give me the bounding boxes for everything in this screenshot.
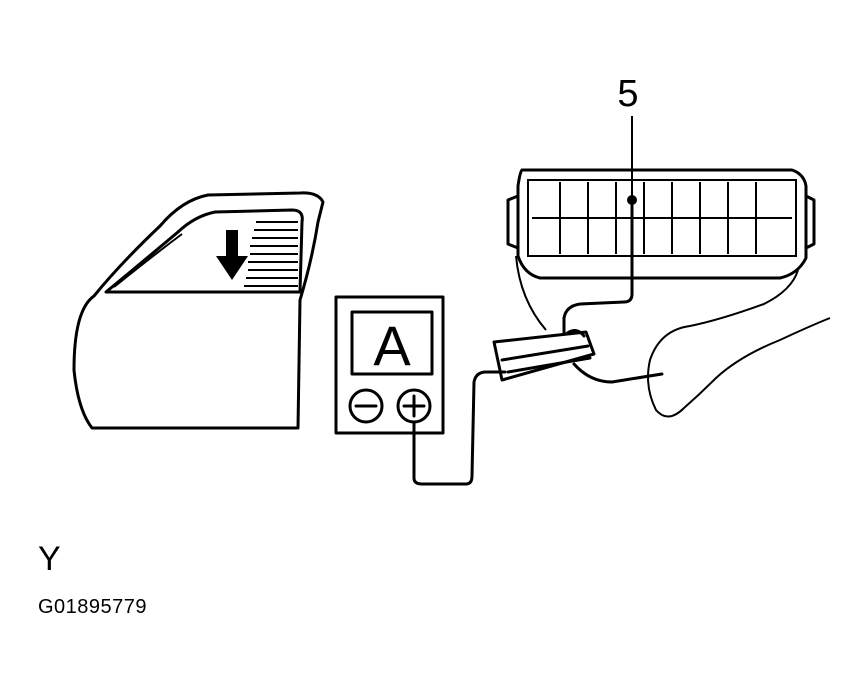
fuse-connector (492, 329, 596, 382)
car-door (72, 191, 325, 430)
fuse-panel (506, 168, 816, 280)
door-window-glass (244, 221, 298, 287)
window-down-arrow-icon (216, 230, 248, 280)
meter-display-letter: A (373, 314, 411, 377)
figure-code: G01895779 (38, 596, 148, 618)
panel-probe-wire (562, 198, 634, 334)
connector-return-wire (572, 362, 664, 384)
ammeter: A (334, 295, 445, 435)
meter-lead-wire (412, 370, 507, 486)
side-letter: Y (38, 540, 61, 578)
callout-number: 5 (617, 73, 638, 115)
probe-point (627, 195, 637, 205)
hand-outline (515, 255, 831, 418)
meter-negative-terminal (348, 388, 384, 424)
